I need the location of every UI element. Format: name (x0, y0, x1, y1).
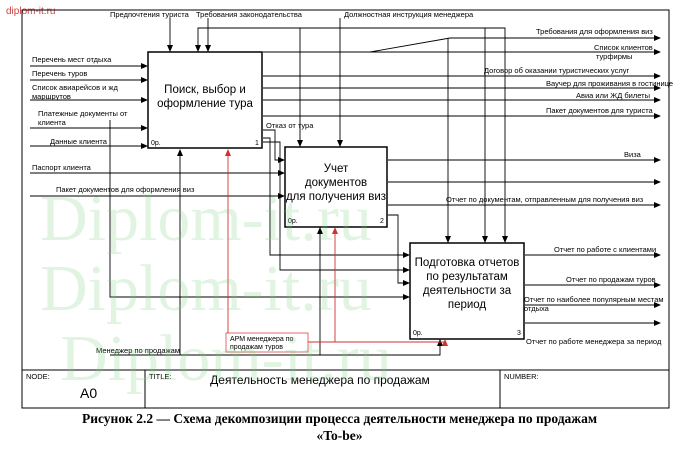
box-3-title-line-3: деятельности за (423, 285, 512, 297)
caption-line-1: Рисунок 2.2 — Схема декомпозиции процесс… (81, 411, 598, 426)
label-payment-2: клиента (38, 118, 67, 127)
box-3-title-line-4: период (448, 299, 487, 311)
label-passport: Паспорт клиента (32, 163, 92, 172)
label-client-list-1: Список клиентов (594, 43, 653, 52)
box-2-code: 0р. (288, 218, 298, 225)
box-2-title-line-2: документов (305, 177, 367, 189)
box-1-code: 0р. (151, 140, 161, 147)
box-2-number: 2 (380, 218, 384, 225)
watermark-big-3: Diplom-it.ru (60, 322, 392, 395)
label-client-data: Данные клиента (50, 137, 108, 146)
node-label: NODE: (26, 372, 50, 381)
label-tourist-package: Пакет документов для туриста (546, 106, 654, 115)
label-flights-2: маршрутов (32, 92, 71, 101)
label-arm-1: АРМ менеджера по (230, 336, 294, 343)
box-1-title-line-1: Поиск, выбор и (164, 84, 246, 96)
box-1: Поиск, выбор и оформление тура 0р. 1 (147, 51, 263, 149)
box-1-title-line-2: оформление тура (157, 98, 253, 110)
label-arm-2: продажам туров (230, 344, 283, 351)
label-voucher: Ваучер для проживания в гостинице (546, 79, 673, 88)
diagram-title: Деятельность менеджера по продажам (210, 373, 430, 387)
label-client-list-2: турфирмы (596, 52, 632, 61)
label-job-instruction: Должностная инструкция менеджера (344, 10, 474, 19)
box-3-title-line-1: Подготовка отчетов (415, 257, 520, 269)
box-3: Подготовка отчетов по результатам деятел… (409, 242, 525, 340)
box-2: Учет документов для получения виз 0р. 2 (284, 146, 388, 228)
label-clients-report: Отчет по работе с клиентами (554, 245, 656, 254)
label-legislation: Требования законодательства (196, 10, 303, 19)
title-label: TITLE: (149, 372, 172, 381)
label-tickets: Авиа или ЖД билеты (576, 91, 650, 100)
label-flights-1: Список авиарейсов и жд (32, 83, 118, 92)
label-visa-docs-report: Отчет по документам, отправленным для по… (446, 195, 644, 204)
number-label: NUMBER: (504, 372, 539, 381)
label-sales-report: Отчет по продажам туров (566, 275, 656, 284)
label-sales-manager: Менеджер по продажам (96, 346, 180, 355)
label-visa-docs-in: Пакет документов для оформления виз (56, 185, 195, 194)
node-value: A0 (80, 385, 97, 401)
label-preferences: Предпочтения туриста (110, 10, 190, 19)
box-1-number: 1 (255, 140, 259, 147)
watermark-big-1: Diplom-it.ru (40, 182, 372, 255)
arm-label-box: АРМ менеджера по продажам туров (225, 332, 309, 353)
box-2-title-line-3: для получения виз (286, 191, 386, 203)
label-reject-tour: Отказ от тура (266, 121, 314, 130)
label-payment-1: Платежные документы от (38, 109, 128, 118)
box-3-number: 3 (517, 330, 521, 337)
caption-line-2: «To-be» (316, 428, 363, 443)
label-visa-requirements: Требования для оформления виз (536, 27, 653, 36)
watermark-top: diplom-it.ru (6, 6, 55, 17)
label-popular-places-1: Отчет по наиболее популярным местам (524, 295, 664, 304)
box-3-title-line-2: по результатам (426, 271, 508, 283)
label-contract: Договор об оказании туристических услуг (484, 66, 629, 75)
title-block: NODE: A0 TITLE: Деятельность менеджера п… (21, 369, 670, 409)
label-manager-report: Отчет по работе менеджера за период (526, 337, 662, 346)
label-tours: Перечень туров (32, 69, 87, 78)
box-2-title-line-1: Учет (324, 163, 349, 175)
label-places: Перечень мест отдыха (32, 55, 112, 64)
watermark-big-2: Diplom-it.ru (40, 252, 372, 325)
label-visa: Виза (624, 150, 642, 159)
box-3-code: 0р. (413, 330, 423, 337)
connector-lines (30, 18, 661, 356)
label-popular-places-2: отдыха (524, 304, 550, 313)
